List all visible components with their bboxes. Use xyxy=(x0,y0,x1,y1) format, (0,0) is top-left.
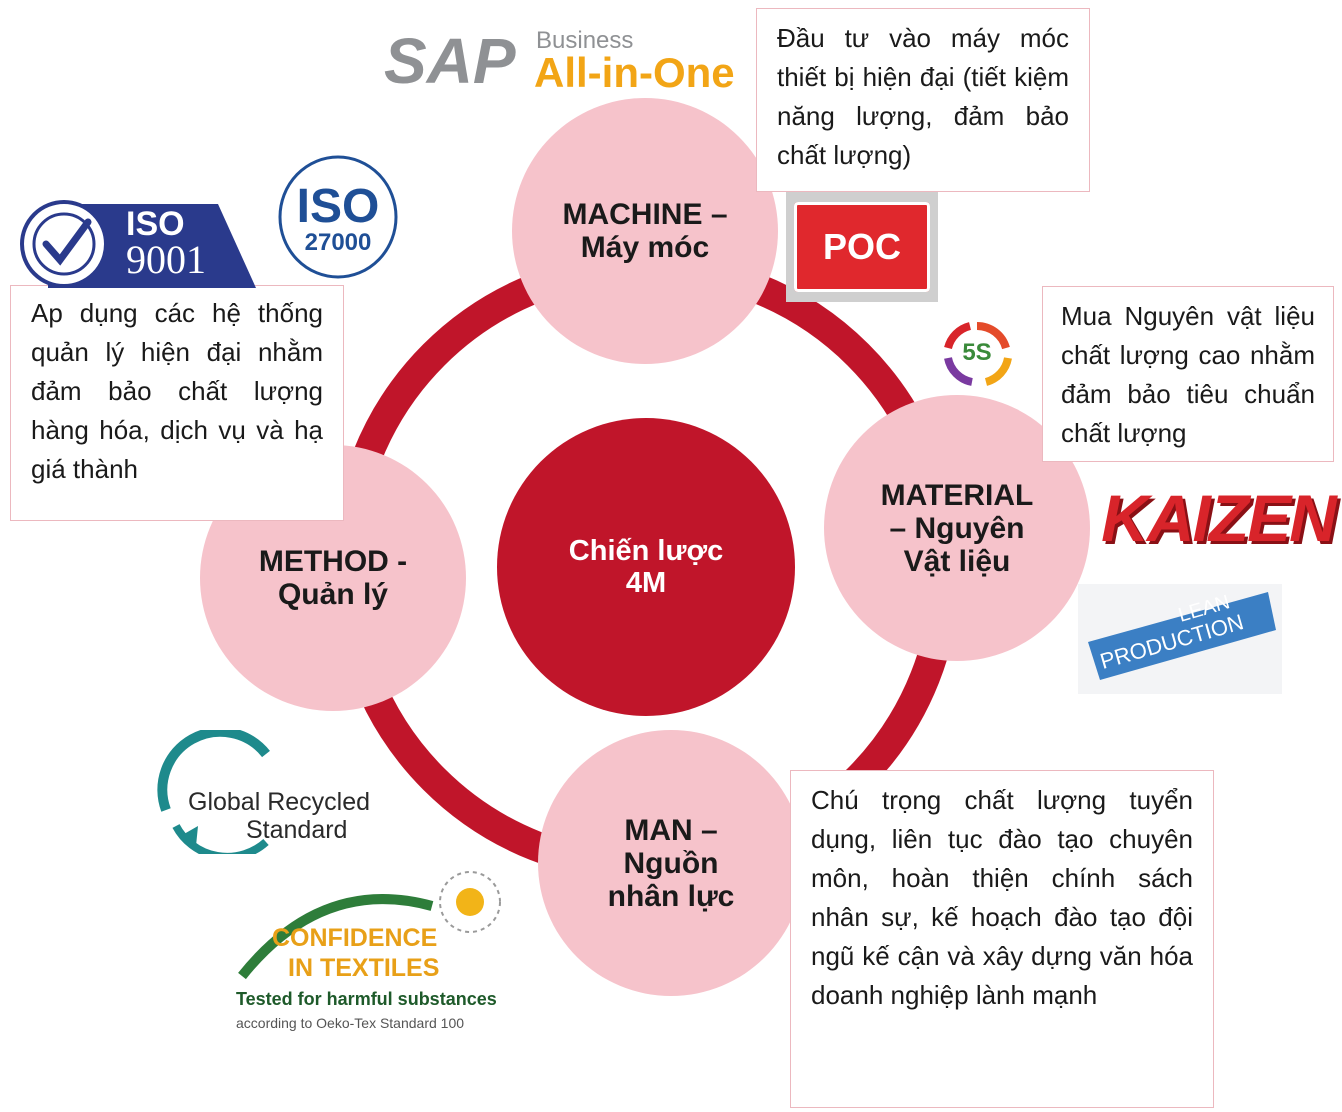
man-node: MAN – Nguồn nhân lực xyxy=(538,730,804,996)
lean-production-logo: LEAN PRODUCTION xyxy=(1078,584,1282,694)
machine-line2: Máy móc xyxy=(580,231,710,264)
iso27000-logo: ISO 27000 xyxy=(262,152,414,282)
man-line1: MAN – xyxy=(624,813,718,847)
five-s-cycle-icon xyxy=(944,321,1012,386)
man-line3: nhân lực xyxy=(607,879,735,913)
puzzle-icon xyxy=(1088,592,1276,680)
poc-label: POC xyxy=(822,226,901,267)
grs-line2: Standard xyxy=(246,816,348,844)
five-s-logo: 5S xyxy=(932,318,1022,390)
iso9001-logo: ISO 9001 xyxy=(8,196,256,288)
material-node: MATERIAL – Nguyên Vật liệu xyxy=(824,395,1090,661)
kaizen-label: KAIZEN xyxy=(1101,481,1337,555)
oeko-tex-logo: CONFIDENCE IN TEXTILES Tested for harmfu… xyxy=(232,866,540,1042)
method-line2: Quản lý xyxy=(277,578,388,611)
recycle-globe-icon xyxy=(157,730,270,854)
sap-all-in-one: All-in-One xyxy=(534,49,735,96)
man-line2: Nguồn xyxy=(623,846,719,880)
center-line1: Chiến lược xyxy=(568,535,724,567)
material-line2: – Nguyên xyxy=(889,511,1025,545)
material-line3: Vật liệu xyxy=(903,544,1011,578)
sap-brand: SAP xyxy=(384,25,516,97)
grs-line1: Global Recycled xyxy=(188,788,371,816)
iso9001-iso: ISO xyxy=(126,205,185,243)
material-note: Mua Nguyên vật liệu chất lượng cao nhằm … xyxy=(1042,286,1334,462)
material-line1: MATERIAL xyxy=(880,478,1034,512)
kaizen-logo: KAIZEN xyxy=(1094,468,1342,568)
iso27000-number: 27000 xyxy=(304,229,372,256)
method-line1: METHOD - xyxy=(258,545,408,578)
center-node: Chiến lược 4M xyxy=(497,418,795,716)
poc-badge: POC xyxy=(786,192,938,302)
five-s-label: 5S xyxy=(962,339,992,366)
machine-node: MACHINE – Máy móc xyxy=(512,98,778,364)
poc-badge-inner: POC xyxy=(794,202,930,292)
iso27000-globe-icon xyxy=(278,155,398,279)
method-note: Ap dụng các hệ thống quản lý hiện đại nh… xyxy=(10,285,344,521)
sap-logo: SAP Business All-in-One xyxy=(384,26,756,96)
iso27000-iso: ISO xyxy=(296,180,380,233)
oeko-line3: Tested for harmful substances xyxy=(236,989,497,1009)
oeko-line4: according to Oeko-Tex Standard 100 xyxy=(236,1015,465,1031)
oeko-line2: IN TEXTILES xyxy=(288,954,440,982)
machine-line1: MACHINE – xyxy=(562,198,728,231)
oeko-line1: CONFIDENCE xyxy=(272,924,438,952)
machine-note: Đầu tư vào máy móc thiết bị hiện đại (ti… xyxy=(756,8,1090,192)
oeko-tex-arc-icon xyxy=(238,871,501,980)
center-line2: 4M xyxy=(625,567,667,599)
iso9001-badge-icon xyxy=(20,200,256,288)
grs-logo: Global Recycled Standard xyxy=(146,730,390,854)
sap-business: Business xyxy=(536,27,634,54)
man-note: Chú trọng chất lượng tuyển dụng, liên tụ… xyxy=(790,770,1214,1108)
iso9001-number: 9001 xyxy=(126,237,206,282)
